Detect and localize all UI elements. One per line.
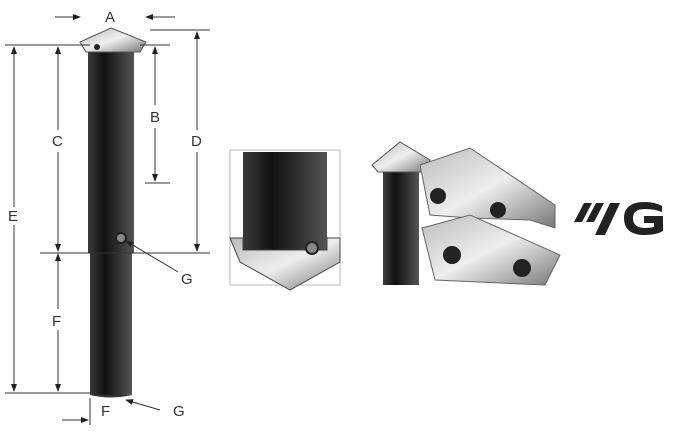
dim-label-c: C	[52, 133, 63, 150]
drill-body	[79, 27, 147, 398]
dim-label-d: D	[191, 133, 202, 150]
tip-closeup	[229, 149, 341, 291]
dim-label-f-upper: F	[52, 313, 61, 330]
screw-icon	[115, 232, 127, 244]
dim-label-a: A	[105, 9, 115, 26]
dim-label-g-upper: G	[181, 271, 193, 288]
dimension-lines	[5, 14, 210, 425]
dim-label-e: E	[8, 208, 18, 225]
dim-label-f-lower: F	[101, 403, 110, 420]
dim-label-b: B	[150, 109, 160, 126]
inserts-image	[371, 141, 561, 286]
dim-label-g-lower: G	[173, 403, 185, 420]
yg-logo	[574, 202, 663, 235]
